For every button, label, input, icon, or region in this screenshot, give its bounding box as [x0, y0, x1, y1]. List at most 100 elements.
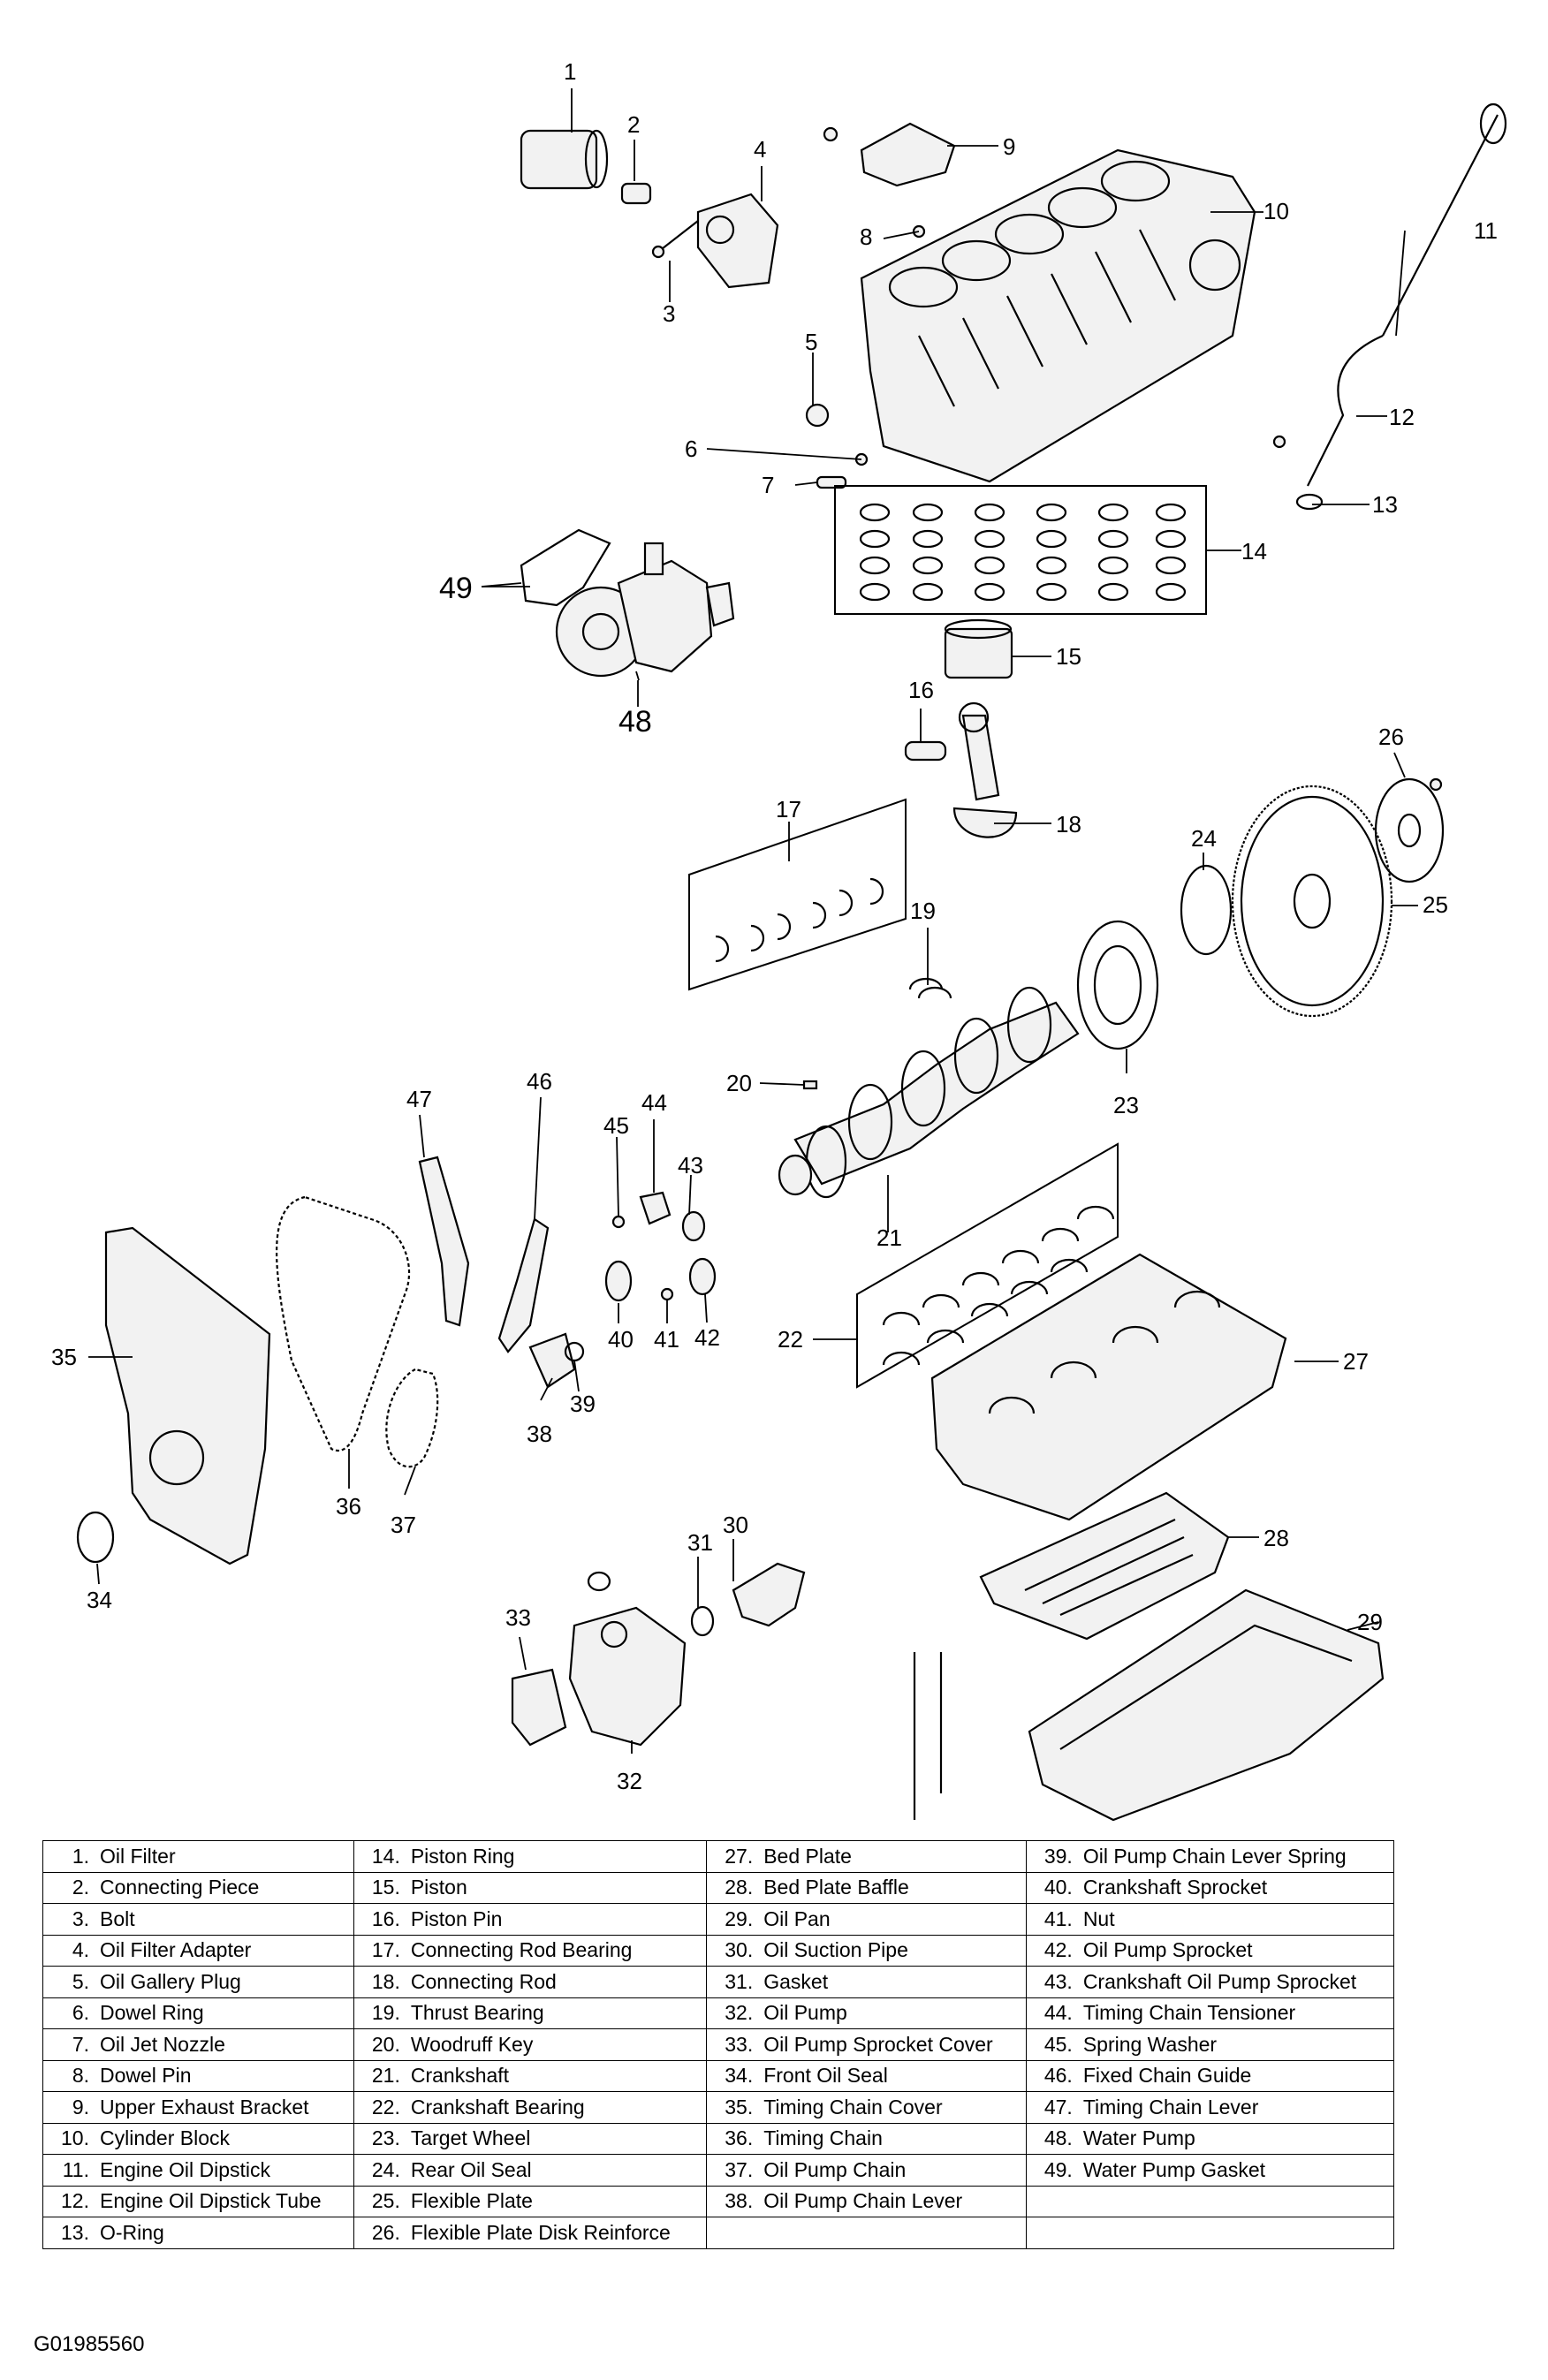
legend-cell: 14.Piston Ring [353, 1840, 708, 1873]
legend-cell: 8.Dowel Pin [42, 2059, 354, 2092]
legend-cell: 28.Bed Plate Baffle [706, 1871, 1027, 1904]
legend-item-number: 15. [371, 1876, 400, 1899]
callout-31: 31 [687, 1529, 713, 1556]
legend-item-number: 6. [72, 2001, 89, 2025]
callout-2: 2 [627, 111, 640, 138]
cylinder-block [860, 148, 1256, 483]
callout-27: 27 [1343, 1348, 1369, 1375]
oil-pump-chain-lever [528, 1332, 576, 1389]
callout-labels: 1 2 3 4 5 6 7 8 9 10 11 12 13 14 15 16 1… [51, 58, 1498, 1794]
legend-cell [1025, 2185, 1395, 2217]
callout-38: 38 [527, 1421, 552, 1447]
spring-washer [611, 1215, 626, 1229]
legend-cell: 37.Oil Pump Chain [706, 2154, 1027, 2187]
legend-item-number: 31. [725, 1969, 754, 1993]
legend-item-number: 22. [371, 2095, 400, 2119]
legend-cell: 43.Crankshaft Oil Pump Sprocket [1025, 1966, 1395, 1998]
legend-item-number: 13. [61, 2220, 89, 2244]
legend-cell: 27.Bed Plate [706, 1840, 1027, 1873]
figure-id: G01985560 [34, 2332, 145, 2356]
legend-item-name: O-Ring [100, 2220, 164, 2244]
legend-cell: 1.Oil Filter [42, 1840, 354, 1873]
oil-pump-sprocket-cover [511, 1668, 567, 1747]
legend-item-name: Upper Exhaust Bracket [100, 2095, 309, 2119]
legend-item-number: 46. [1043, 2064, 1073, 2088]
legend-item-number: 19. [371, 2001, 400, 2025]
legend-item-name: Timing Chain [763, 2126, 883, 2150]
legend-cell: 32.Oil Pump [706, 1997, 1027, 2029]
legend-item-number: 16. [371, 1906, 400, 1930]
callout-35: 35 [51, 1344, 77, 1370]
legend-item-name: Water Pump [1082, 2126, 1195, 2150]
callout-16: 16 [908, 677, 934, 703]
legend-item-number: 39. [1043, 1844, 1073, 1868]
legend-cell [1025, 2217, 1395, 2249]
legend-item-number: 11. [62, 2157, 89, 2181]
callout-21: 21 [876, 1224, 902, 1251]
legend-item-name: Crankshaft [410, 2064, 510, 2088]
legend-item-name: Oil Jet Nozzle [100, 2032, 225, 2056]
legend-cell: 11.Engine Oil Dipstick [42, 2154, 354, 2187]
callout-7: 7 [762, 472, 774, 498]
crankshaft-bearing-set [856, 1142, 1119, 1389]
legend-cell: 5.Oil Gallery Plug [42, 1966, 354, 1998]
callout-36: 36 [336, 1493, 361, 1520]
legend-item-name: Timing Chain Cover [763, 2095, 943, 2119]
legend-item-name: Water Pump Gasket [1082, 2157, 1266, 2181]
legend-item-number: 2. [72, 1876, 89, 1899]
legend-item-name: Fixed Chain Guide [1082, 2064, 1252, 2088]
legend-cell: 19.Thrust Bearing [353, 1997, 708, 2029]
legend-cell: 20.Woodruff Key [353, 2028, 708, 2061]
legend-cell: 4.Oil Filter Adapter [42, 1934, 354, 1967]
legend-item-name: Oil Filter [100, 1844, 176, 1868]
legend-cell [706, 2217, 1027, 2249]
callout-39: 39 [570, 1391, 596, 1417]
water-pump [555, 542, 735, 678]
connecting-piece [620, 182, 652, 205]
legend-item-number: 38. [725, 2189, 754, 2213]
legend-item-number: 23. [371, 2126, 400, 2150]
legend-cell: 15.Piston [353, 1871, 708, 1904]
legend-item-name: Dowel Pin [100, 2064, 192, 2088]
woodruff-key [802, 1080, 818, 1090]
legend-item-name: Crankshaft Bearing [410, 2095, 585, 2119]
legend-item-number: 26. [371, 2220, 400, 2244]
legend-item-number: 20. [371, 2032, 400, 2056]
legend-item-name: Cylinder Block [100, 2126, 230, 2150]
callout-45: 45 [603, 1112, 629, 1139]
legend-item-number: 10. [61, 2126, 89, 2150]
legend-cell: 26.Flexible Plate Disk Reinforce [353, 2217, 708, 2249]
oil-pump-chain [385, 1368, 439, 1468]
legend-item-name: Target Wheel [410, 2126, 531, 2150]
legend-item-name: Bed Plate Baffle [763, 1876, 909, 1899]
rear-oil-seal [1180, 864, 1233, 956]
legend-cell: 47.Timing Chain Lever [1025, 2091, 1395, 2124]
legend-item-number: 12. [61, 2189, 89, 2213]
legend-cell: 39.Oil Pump Chain Lever Spring [1025, 1840, 1395, 1873]
legend-cell: 12.Engine Oil Dipstick Tube [42, 2185, 354, 2217]
legend-cell: 31.Gasket [706, 1966, 1027, 1998]
oil-suction-o-ring [587, 1571, 611, 1592]
legend-item-name: Connecting Rod [410, 1969, 557, 1993]
legend-cell: 17.Connecting Rod Bearing [353, 1934, 708, 1967]
callout-11: 11 [1474, 217, 1498, 244]
legend-item-name: Rear Oil Seal [410, 2157, 532, 2181]
legend-item-name: Crankshaft Oil Pump Sprocket [1082, 1969, 1357, 1993]
callout-24: 24 [1191, 825, 1217, 852]
legend-cell: 24.Rear Oil Seal [353, 2154, 708, 2187]
callout-8: 8 [860, 224, 872, 250]
legend-cell: 18.Connecting Rod [353, 1966, 708, 1998]
legend-cell: 13. O-Ring [42, 2217, 354, 2249]
callout-19: 19 [910, 898, 936, 924]
legend-item-number: 29. [725, 1906, 754, 1930]
oil-pan [1028, 1588, 1385, 1822]
legend-cell: 6.Dowel Ring [42, 1997, 354, 2029]
legend-item-number: 40. [1043, 1876, 1073, 1899]
oil-suction-pipe [732, 1562, 806, 1627]
legend-item-name: Oil Suction Pipe [763, 1938, 908, 1962]
